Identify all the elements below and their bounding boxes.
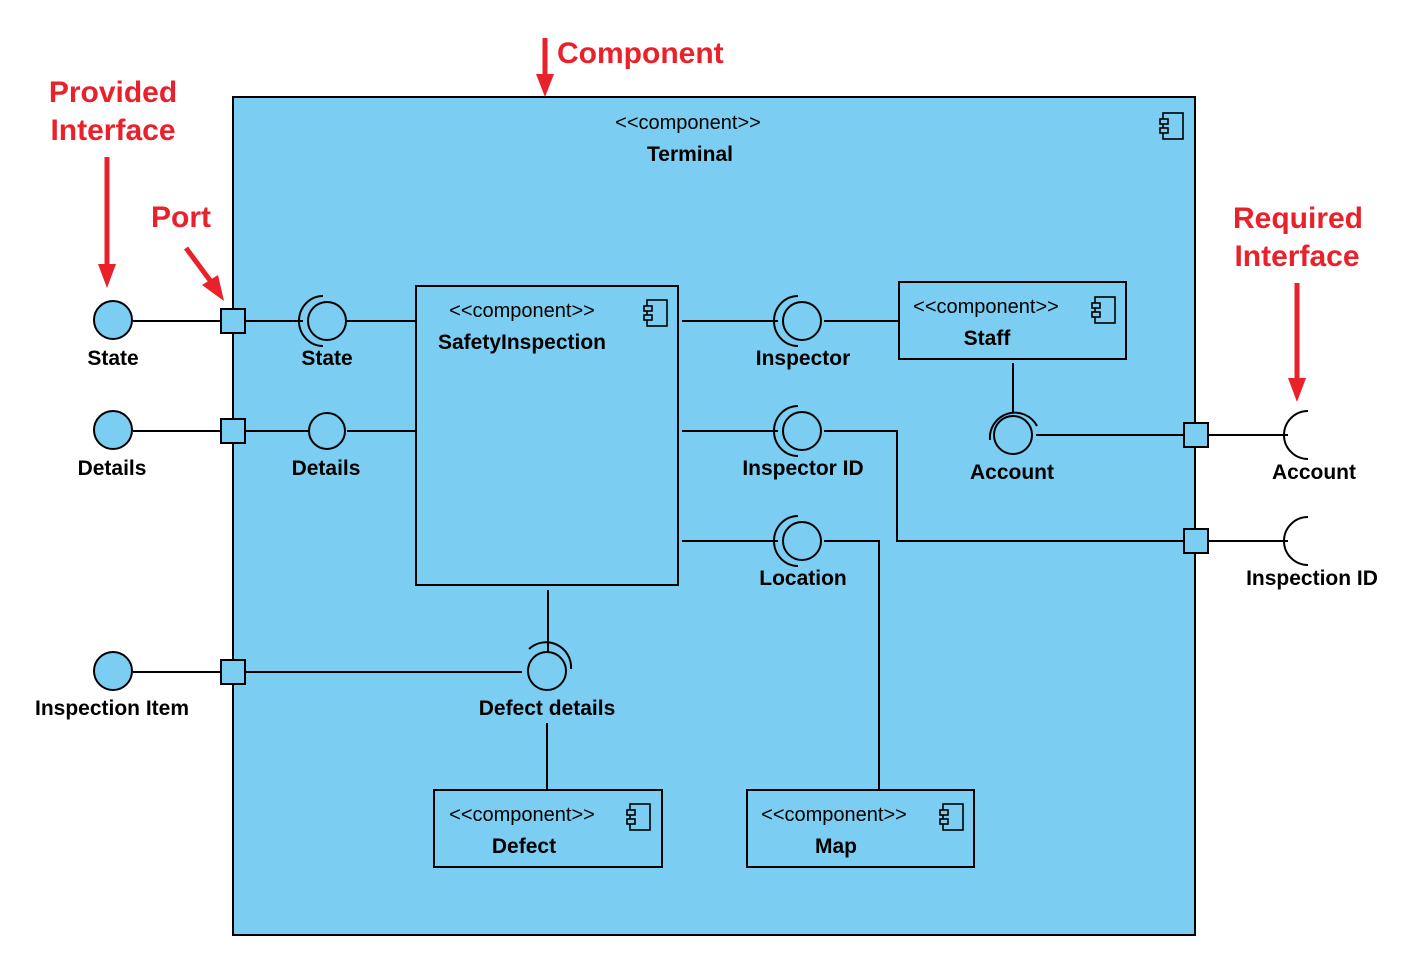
port-account[interactable]	[1183, 422, 1209, 448]
staff-stereotype: <<component>>	[913, 296, 1059, 318]
required-interface-inspection-id[interactable]	[1283, 516, 1309, 566]
label-external-details: Details	[78, 457, 147, 480]
annotation-required-interface-line1: Required	[1233, 202, 1363, 235]
annotation-port-arrow	[183, 246, 224, 301]
provided-interface-state[interactable]	[93, 300, 133, 340]
assembly-inspector[interactable]	[773, 295, 822, 347]
staff-name: Staff	[964, 327, 1012, 350]
defect-stereotype: <<component>>	[449, 804, 595, 826]
map-component[interactable]	[746, 789, 975, 868]
label-internal-inspector-id: Inspector ID	[742, 457, 863, 480]
annotation-port: Port	[151, 201, 211, 234]
provided-interface-details[interactable]	[93, 410, 133, 450]
label-internal-details: Details	[292, 457, 361, 480]
assembly-state[interactable]	[298, 295, 347, 347]
required-interface-account[interactable]	[1283, 410, 1309, 460]
annotation-component-arrow	[536, 38, 554, 97]
label-external-account: Account	[1272, 461, 1356, 484]
terminal-stereotype: <<component>>	[615, 112, 761, 134]
defect-component[interactable]	[433, 789, 663, 868]
label-internal-account: Account	[970, 461, 1054, 484]
annotation-required-interface-arrow	[1288, 283, 1306, 402]
annotation-provided-interface-arrow	[98, 157, 116, 288]
terminal-component[interactable]	[232, 96, 1196, 936]
assembly-defect-details[interactable]	[527, 641, 573, 691]
annotation-component: Component	[557, 37, 724, 70]
connector-inspector-id-inspection-port	[824, 430, 1184, 542]
port-inspection-item[interactable]	[220, 659, 246, 685]
assembly-account[interactable]	[988, 411, 1038, 455]
assembly-inspector-id[interactable]	[773, 405, 822, 457]
label-internal-defect-details: Defect details	[479, 697, 616, 720]
annotation-required-interface-line2: Interface	[1234, 240, 1359, 273]
provided-interface-inspection-item[interactable]	[93, 651, 133, 691]
terminal-name: Terminal	[647, 143, 733, 166]
defect-name: Defect	[492, 835, 556, 858]
label-external-inspection-item: Inspection Item	[35, 697, 189, 720]
label-internal-location: Location	[759, 567, 847, 590]
annotation-provided-interface-line1: Provided	[49, 76, 177, 109]
port-state[interactable]	[220, 308, 246, 334]
label-external-inspection-id: Inspection ID	[1246, 567, 1378, 590]
label-external-state: State	[87, 347, 138, 370]
connector-location-map	[824, 540, 880, 790]
label-internal-state: State	[301, 347, 352, 370]
annotation-provided-interface-line2: Interface	[50, 114, 175, 147]
assembly-location[interactable]	[773, 515, 822, 567]
label-internal-inspector: Inspector	[756, 347, 851, 370]
map-stereotype: <<component>>	[761, 804, 907, 826]
port-details[interactable]	[220, 418, 246, 444]
map-name: Map	[815, 835, 857, 858]
connectors	[133, 320, 1288, 790]
safety-inspection-component[interactable]	[415, 285, 679, 586]
safety-inspection-name: SafetyInspection	[438, 331, 606, 354]
port-inspection-id[interactable]	[1183, 528, 1209, 554]
interface-details[interactable]	[308, 412, 346, 450]
safety-inspection-stereotype: <<component>>	[449, 300, 595, 322]
staff-component[interactable]	[898, 281, 1127, 360]
